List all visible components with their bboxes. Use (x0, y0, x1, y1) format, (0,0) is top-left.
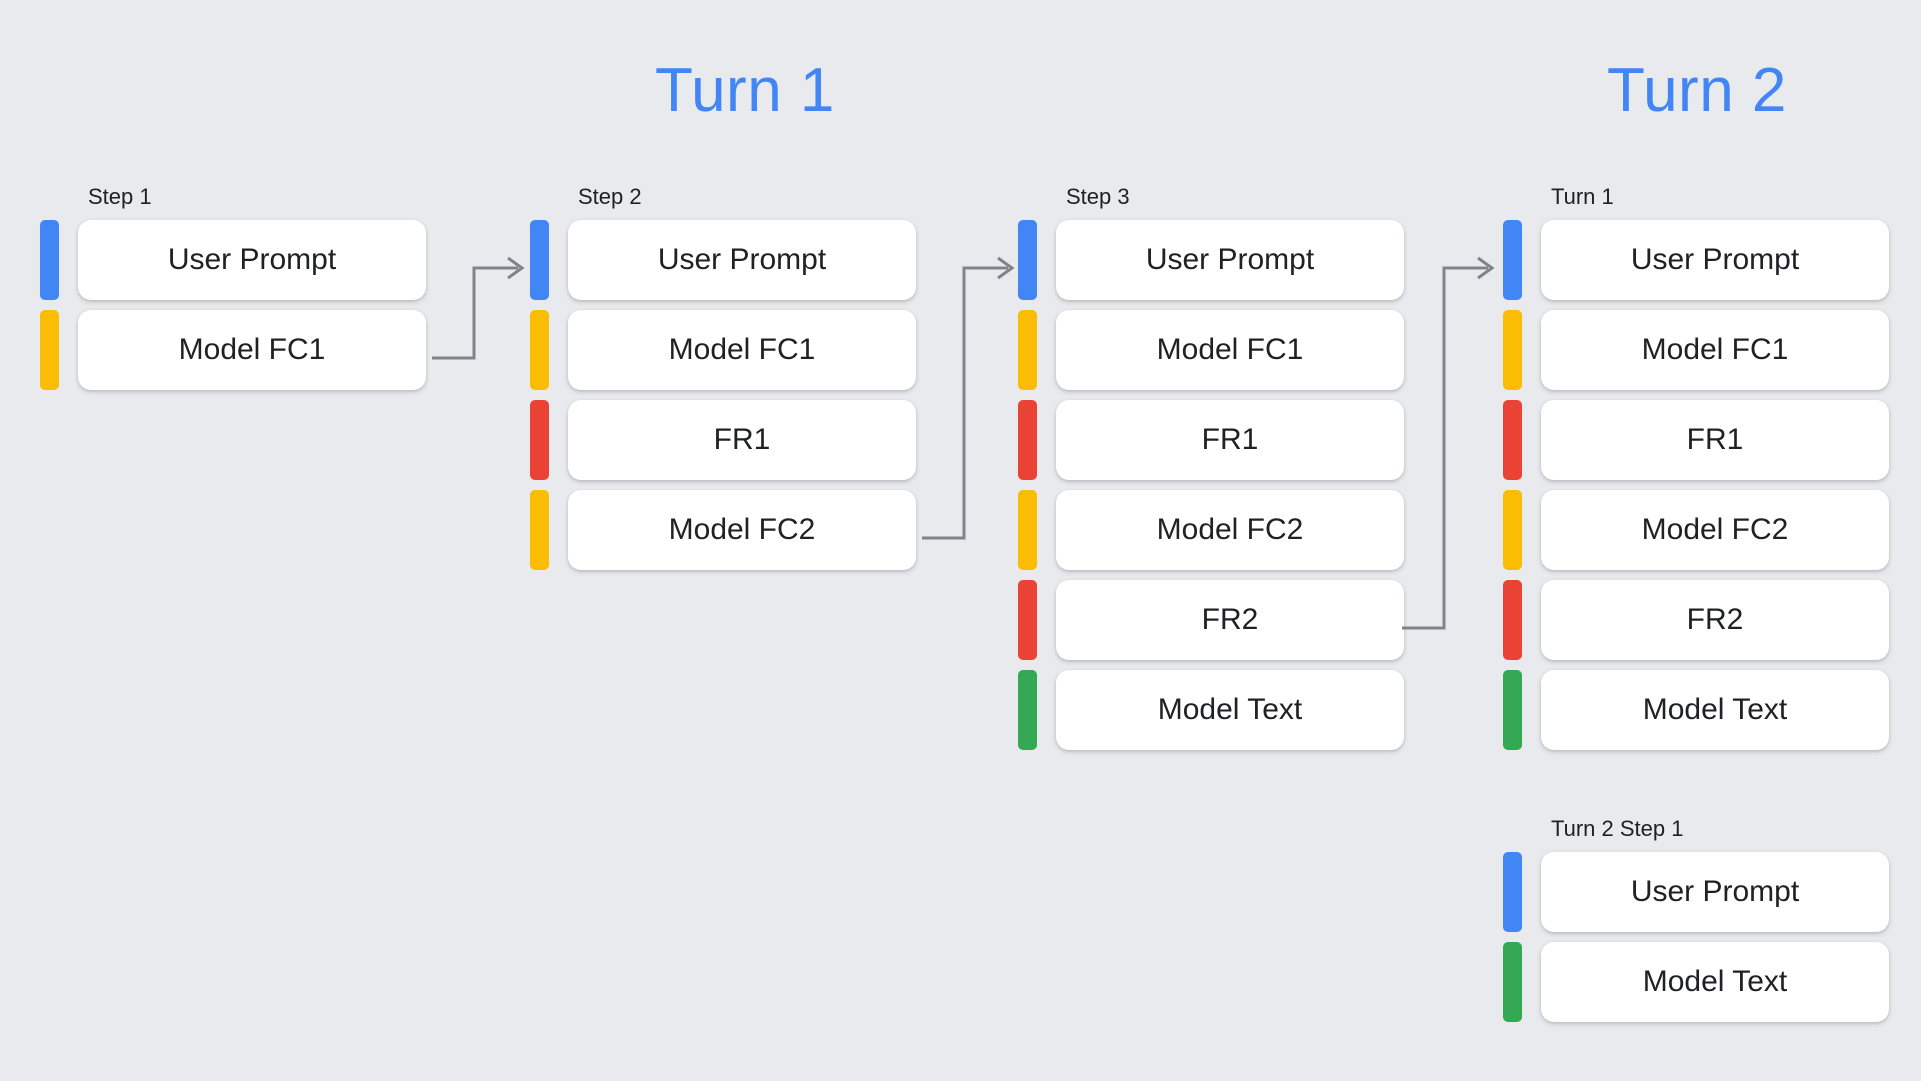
card-fr2[interactable]: FR2 (1056, 580, 1404, 660)
color-bar-red (1018, 400, 1037, 480)
card-user-prompt[interactable]: User Prompt (78, 220, 426, 300)
card-model-fc1[interactable]: Model FC1 (78, 310, 426, 390)
card-model-fc1[interactable]: Model FC1 (568, 310, 916, 390)
card-fr1[interactable]: FR1 (1541, 400, 1889, 480)
card-model-fc1[interactable]: Model FC1 (1056, 310, 1404, 390)
row-fr2[interactable]: FR2 (1503, 580, 1903, 660)
card-label: User Prompt (1630, 875, 1800, 908)
color-bar-blue (40, 220, 59, 300)
card-model-text[interactable]: Model Text (1541, 942, 1889, 1022)
card-label: Model FC1 (178, 333, 326, 366)
card-label: Model FC1 (1641, 333, 1789, 366)
card-label: User Prompt (1630, 243, 1800, 276)
color-bar-red (1503, 400, 1522, 480)
card-label: Model Text (1157, 693, 1303, 726)
color-bar-red (1503, 580, 1522, 660)
column-label-turn-1: Turn 1 (1551, 184, 1614, 209)
card-user-prompt[interactable]: User Prompt (1541, 852, 1889, 932)
row-user-prompt[interactable]: User Prompt (1018, 220, 1418, 300)
color-bar-green (1503, 942, 1522, 1022)
row-fr1[interactable]: FR1 (1018, 400, 1418, 480)
card-label: User Prompt (657, 243, 827, 276)
color-bar-green (1018, 670, 1037, 750)
row-model-fc2[interactable]: Model FC2 (530, 490, 930, 570)
card-model-fc2[interactable]: Model FC2 (1056, 490, 1404, 570)
card-label: Model Text (1642, 965, 1788, 998)
row-user-prompt[interactable]: User Prompt (1503, 852, 1903, 932)
card-label: Model FC1 (1156, 333, 1304, 366)
color-bar-blue (1503, 220, 1522, 300)
row-model-fc1[interactable]: Model FC1 (1018, 310, 1418, 390)
turn-2-heading: Turn 2 (1607, 56, 1787, 125)
card-label: FR1 (1686, 423, 1744, 456)
row-model-fc2[interactable]: Model FC2 (1018, 490, 1418, 570)
color-bar-yellow (1018, 310, 1037, 390)
row-user-prompt[interactable]: User Prompt (1503, 220, 1903, 300)
card-label: FR1 (1201, 423, 1259, 456)
row-model-fc2[interactable]: Model FC2 (1503, 490, 1903, 570)
card-user-prompt[interactable]: User Prompt (568, 220, 916, 300)
card-label: FR2 (1201, 603, 1259, 636)
card-label: Model FC2 (668, 513, 816, 546)
connector-arrow-step2-to-step3 (922, 256, 1015, 540)
row-model-fc1[interactable]: Model FC1 (1503, 310, 1903, 390)
row-user-prompt[interactable]: User Prompt (530, 220, 930, 300)
connector-arrow-step1-to-step2 (432, 256, 525, 360)
color-bar-blue (530, 220, 549, 300)
color-bar-yellow (530, 310, 549, 390)
rows-step-1: User Prompt Model FC1 (40, 220, 440, 400)
card-model-fc1[interactable]: Model FC1 (1541, 310, 1889, 390)
color-bar-red (1018, 580, 1037, 660)
card-fr1[interactable]: FR1 (568, 400, 916, 480)
row-model-fc1[interactable]: Model FC1 (530, 310, 930, 390)
card-label: Model FC2 (1156, 513, 1304, 546)
color-bar-blue (1018, 220, 1037, 300)
row-fr1[interactable]: FR1 (1503, 400, 1903, 480)
column-label-turn-2-step-1: Turn 2 Step 1 (1551, 816, 1684, 841)
card-user-prompt[interactable]: User Prompt (1056, 220, 1404, 300)
color-bar-yellow (1503, 310, 1522, 390)
card-label: FR1 (713, 423, 771, 456)
card-label: User Prompt (167, 243, 337, 276)
card-user-prompt[interactable]: User Prompt (1541, 220, 1889, 300)
row-fr1[interactable]: FR1 (530, 400, 930, 480)
column-label-step-3: Step 3 (1066, 184, 1130, 209)
card-label: FR2 (1686, 603, 1744, 636)
card-label: User Prompt (1145, 243, 1315, 276)
row-model-text[interactable]: Model Text (1503, 670, 1903, 750)
color-bar-blue (1503, 852, 1522, 932)
rows-step-3: User Prompt Model FC1 FR1 Model FC2 (1018, 220, 1418, 760)
card-model-text[interactable]: Model Text (1541, 670, 1889, 750)
card-model-fc2[interactable]: Model FC2 (568, 490, 916, 570)
rows-turn-2-step-1: User Prompt Model Text (1503, 852, 1903, 1032)
rows-step-2: User Prompt Model FC1 FR1 Model FC2 (530, 220, 930, 580)
row-model-text[interactable]: Model Text (1503, 942, 1903, 1022)
row-fr2[interactable]: FR2 (1018, 580, 1418, 660)
column-label-step-2: Step 2 (578, 184, 642, 209)
row-model-fc1[interactable]: Model FC1 (40, 310, 440, 390)
color-bar-yellow (40, 310, 59, 390)
card-label: Model Text (1642, 693, 1788, 726)
color-bar-yellow (530, 490, 549, 570)
turn-1-heading: Turn 1 (655, 56, 835, 125)
card-fr2[interactable]: FR2 (1541, 580, 1889, 660)
card-model-text[interactable]: Model Text (1056, 670, 1404, 750)
row-user-prompt[interactable]: User Prompt (40, 220, 440, 300)
column-label-step-1: Step 1 (88, 184, 152, 209)
card-fr1[interactable]: FR1 (1056, 400, 1404, 480)
rows-turn-1: User Prompt Model FC1 FR1 Model FC2 (1503, 220, 1903, 760)
row-model-text[interactable]: Model Text (1018, 670, 1418, 750)
color-bar-red (530, 400, 549, 480)
color-bar-yellow (1503, 490, 1522, 570)
card-model-fc2[interactable]: Model FC2 (1541, 490, 1889, 570)
card-label: Model FC1 (668, 333, 816, 366)
card-label: Model FC2 (1641, 513, 1789, 546)
color-bar-yellow (1018, 490, 1037, 570)
color-bar-green (1503, 670, 1522, 750)
